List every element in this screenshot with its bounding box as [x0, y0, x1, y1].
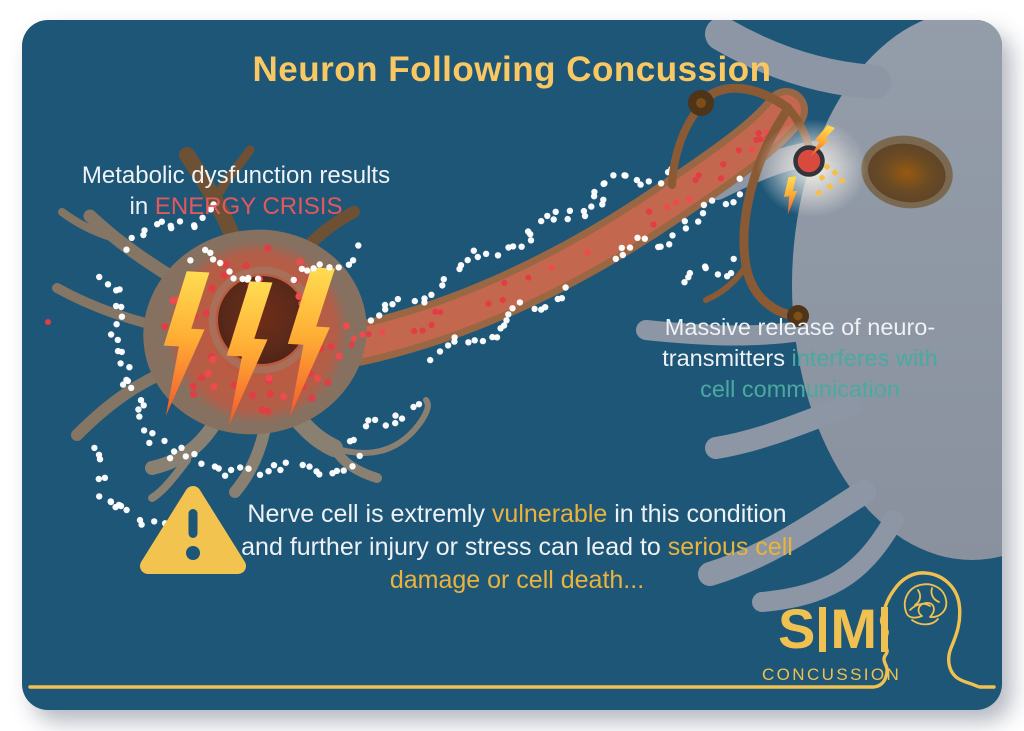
postsynaptic-nucleus [861, 135, 953, 209]
massive-line2-prefix: transmitters [662, 345, 792, 371]
energy-crisis-highlight: ENERGY CRISIS [154, 193, 343, 220]
logo-bar [819, 606, 827, 652]
metabolic-annotation: Metabolic dysfunction results in ENERGY … [40, 160, 432, 222]
interferes-highlight: interferes with [791, 345, 938, 371]
warning-line1-post: in this condition [607, 500, 787, 528]
synapse-flash [757, 119, 867, 217]
metabolic-line2-prefix: in [129, 193, 155, 220]
neurotransmitter-annotation: Massive release of neuro- transmitters i… [647, 312, 953, 405]
warning-annotation: Nerve cell is extremly vulnerable in thi… [234, 498, 800, 597]
logo-subtitle: CONCUSSION [762, 665, 902, 684]
serious-cell-highlight: serious cell [667, 533, 793, 561]
vesicle-dots [815, 163, 846, 197]
infographic-card: Neuron Following Concussion Metabolic dy… [22, 20, 1002, 710]
cell-communication-highlight: cell communication [700, 376, 900, 402]
warning-triangle-icon [140, 486, 246, 574]
vulnerable-highlight: vulnerable [491, 500, 608, 528]
vesicle [793, 145, 825, 177]
warning-line1-pre: Nerve cell is extremly [247, 500, 492, 528]
metabolic-line1: Metabolic dysfunction results [81, 162, 391, 189]
warning-line2-pre: and further injury or stress can lead to [241, 533, 668, 561]
head-with-brain-icon [28, 571, 996, 689]
logo-letter-s: S [778, 597, 816, 660]
logo-letter-m: M [830, 597, 878, 660]
logo-bar [881, 606, 889, 652]
stray-red-dot [45, 319, 51, 325]
massive-line1: Massive release of neuro- [664, 314, 936, 340]
page-title: Neuron Following Concussion [252, 50, 772, 89]
cell-death-highlight: damage or cell death... [389, 566, 645, 594]
logo-wordmark: S M [778, 597, 889, 660]
neuron-illustration [28, 20, 1002, 689]
neurotransmitter-dots [91, 158, 744, 528]
